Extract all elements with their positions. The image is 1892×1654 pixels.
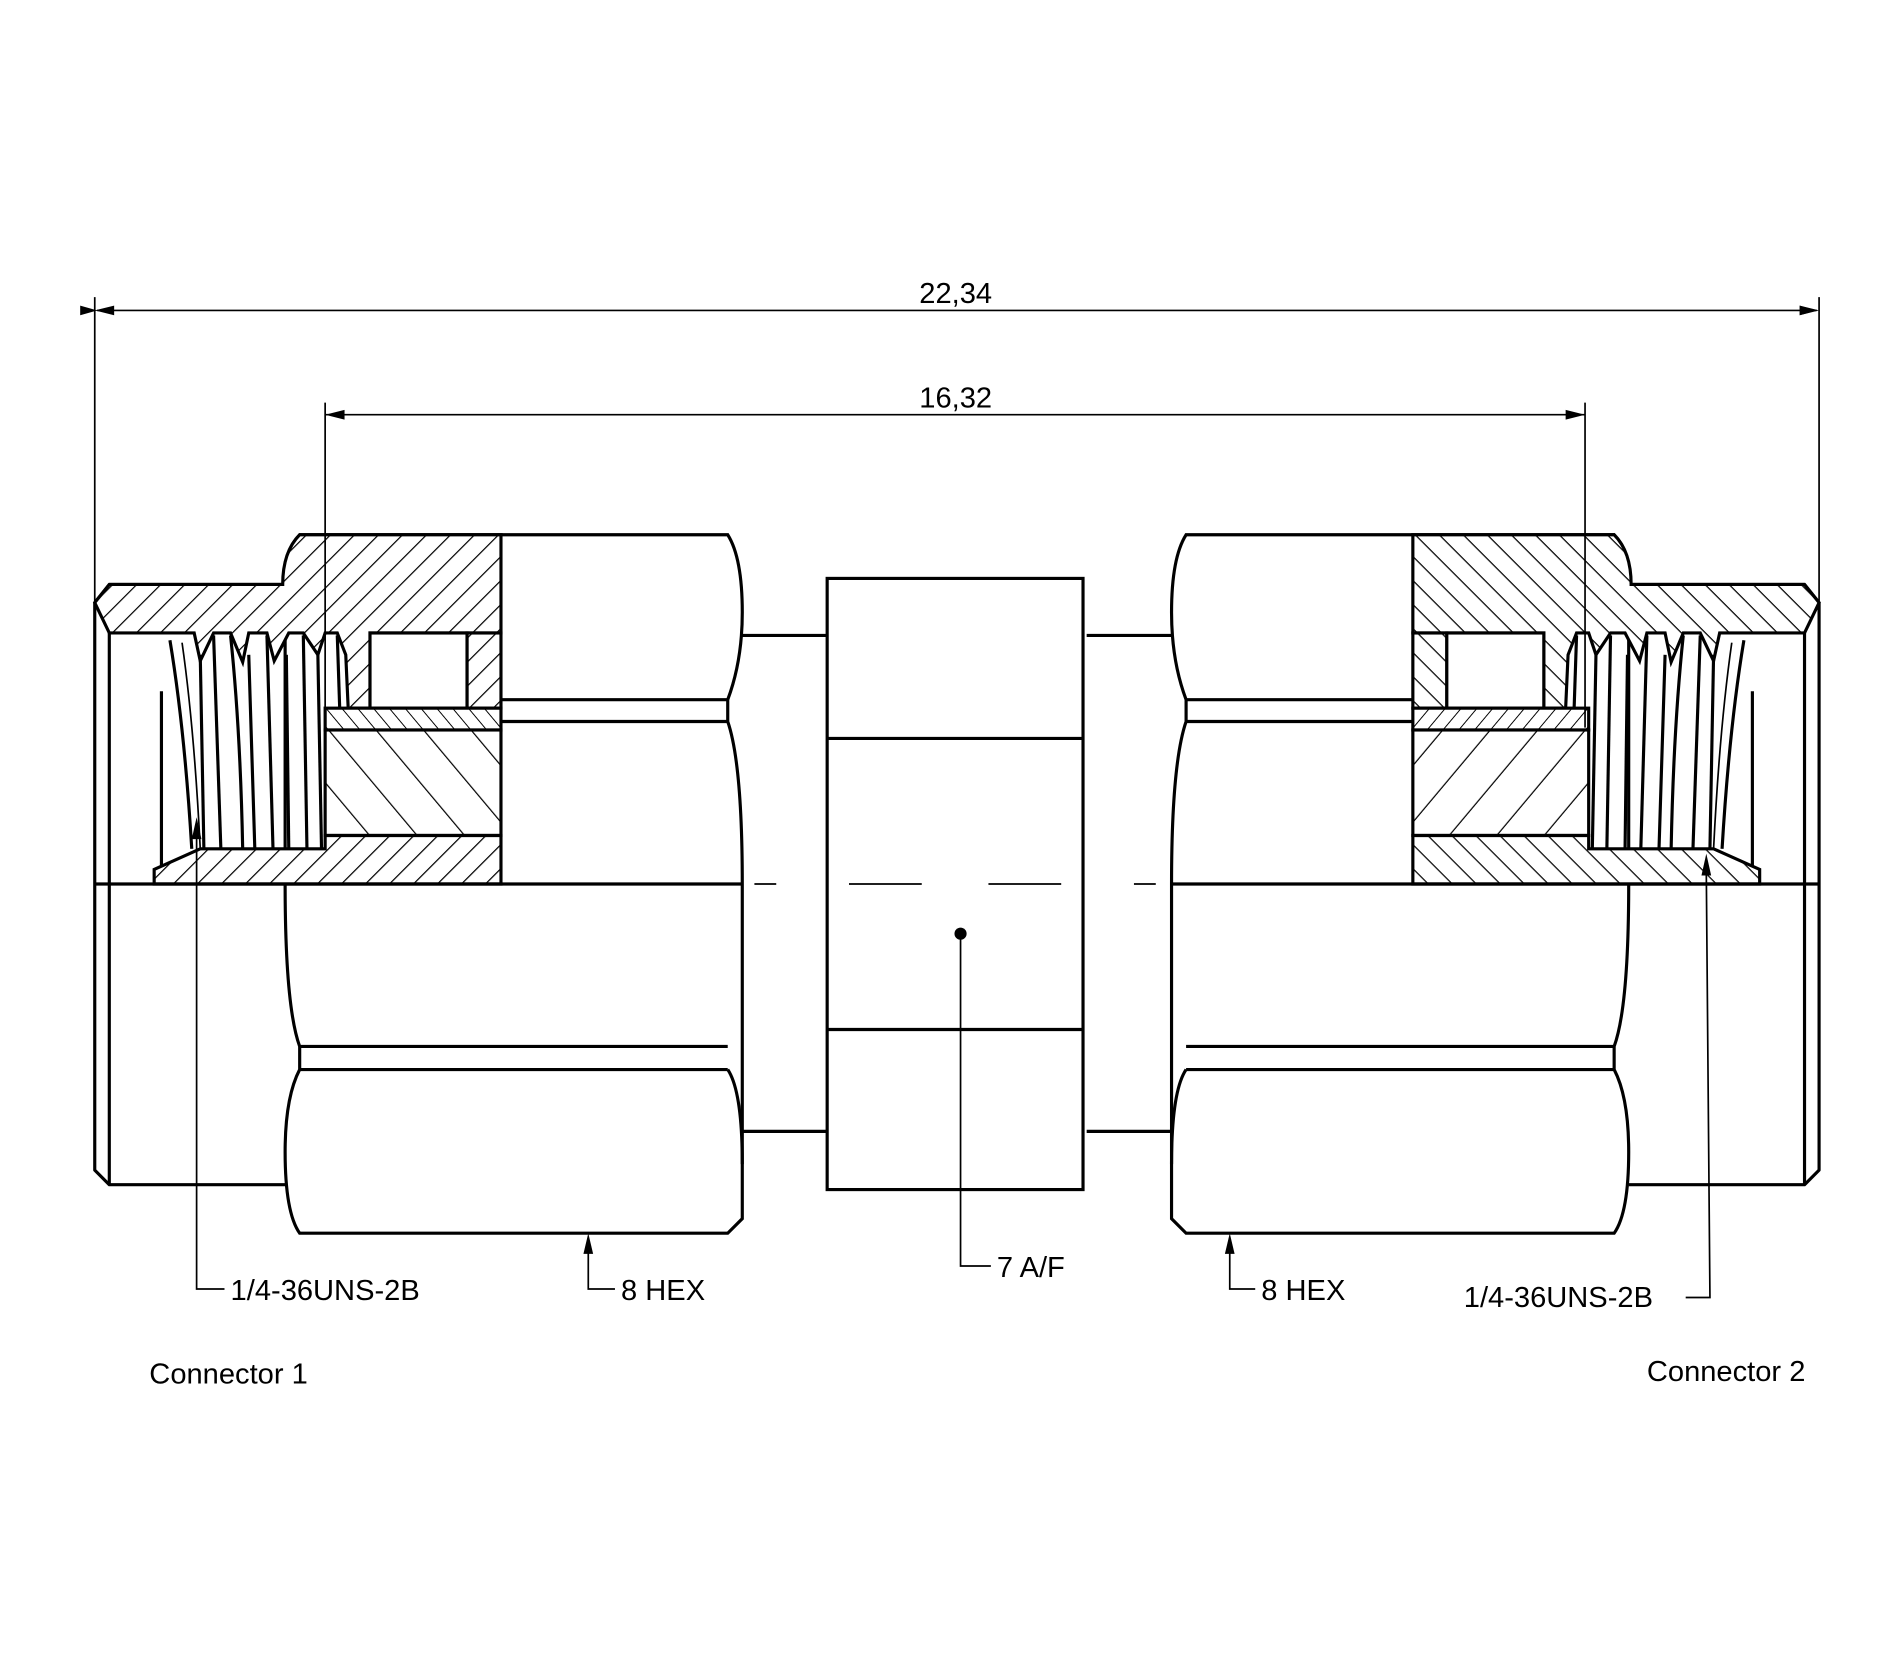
center-flats-label: 7 A/F [997, 1252, 1065, 1284]
callout-right-thread: 1/4-36UNS-2B [1464, 853, 1712, 1314]
hex-span-dim: 16,32 [919, 382, 992, 414]
right-hex-label: 8 HEX [1261, 1275, 1345, 1307]
center-hex [754, 576, 1156, 1192]
dimension-hex-span: 16,32 [324, 382, 1586, 728]
callout-left-hex: 8 HEX [583, 1233, 705, 1307]
left-thread-label: 1/4-36UNS-2B [231, 1275, 420, 1307]
overall-length-dim: 22,34 [919, 278, 992, 310]
callout-center-flats: 7 A/F [959, 933, 1065, 1284]
left-hex-label: 8 HEX [621, 1275, 705, 1307]
connector-1-body [93, 533, 829, 1235]
connector-2-label: Connector 2 [1647, 1356, 1806, 1388]
dimension-overall: 22,34 [80, 278, 1820, 607]
callout-right-hex: 8 HEX [1224, 1233, 1345, 1307]
callout-left-thread: 1/4-36UNS-2B [191, 817, 420, 1307]
connector-1-label: Connector 1 [149, 1359, 308, 1391]
right-thread-label: 1/4-36UNS-2B [1464, 1282, 1653, 1314]
